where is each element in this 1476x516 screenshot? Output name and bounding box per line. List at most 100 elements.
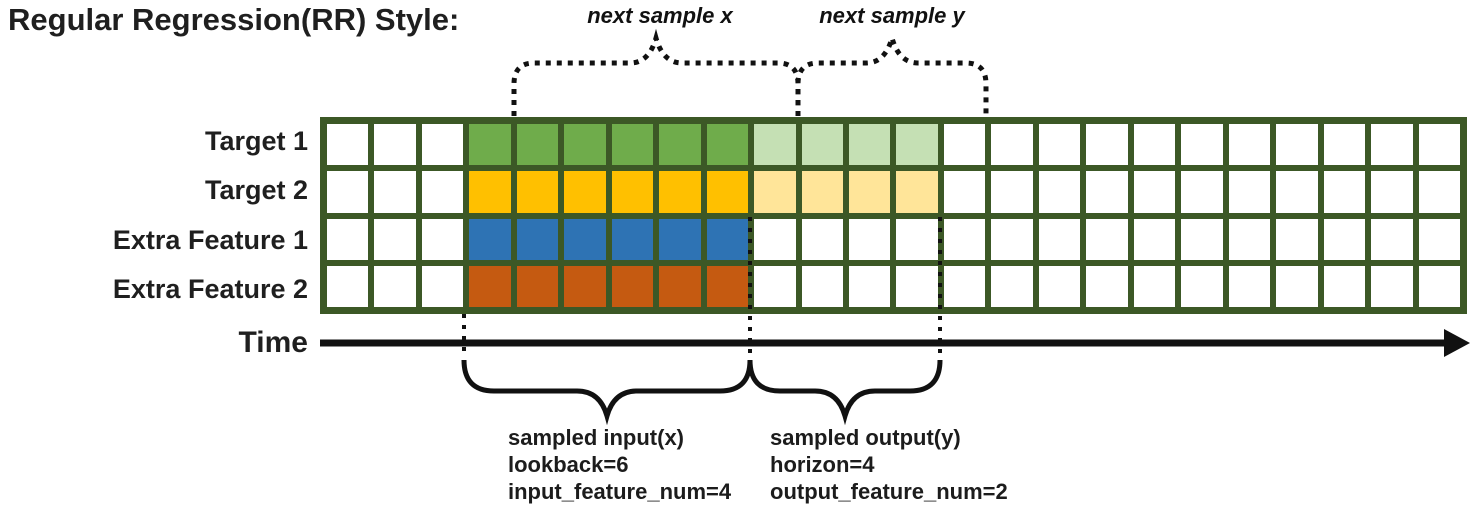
grid-cell [706,124,749,166]
sampled-output-annotation: sampled output(y) horizon=4 output_featu… [770,424,1008,505]
grid-cell [1181,171,1223,213]
lookback-value: lookback=6 [508,452,629,477]
sampled-input-title: sampled input(x) [508,425,685,450]
grid-cell [1323,171,1366,213]
grid-cell [706,218,749,260]
grid-cell [516,124,559,166]
grid-cell [1086,171,1128,213]
next-sample-x-brace [511,28,801,116]
grid-cell [1323,218,1366,260]
grid-cell [516,265,559,307]
grid-cell [706,265,749,307]
grid-cell [469,218,511,260]
sampled-output-title: sampled output(y) [770,425,961,450]
grid-cell [611,218,654,260]
grid-cell [1276,124,1318,166]
grid-cell [564,171,606,213]
grid-cell [1323,124,1366,166]
grid-cell [1228,265,1271,307]
grid-cell [1038,171,1081,213]
grid-cell [327,218,369,260]
timeline-grid [320,117,1467,314]
sampled-input-annotation: sampled input(x) lookback=6 input_featur… [508,424,731,505]
grid-cell [327,265,369,307]
grid-cell [516,171,559,213]
sampled-output-underbrace [747,359,943,426]
next-sample-x-label: next sample x [587,3,733,28]
grid-cell [943,171,986,213]
input-feature-num-value: input_feature_num=4 [508,479,732,504]
grid-cell [421,171,464,213]
time-axis-label: Time [238,326,308,359]
grid-cell [849,171,891,213]
row-label-extra-feature-1: Extra Feature 1 [112,224,308,255]
grid-cell [1323,265,1366,307]
grid-cell [849,265,891,307]
grid-cell [659,124,701,166]
grid-cell [801,218,844,260]
grid-cell [1371,171,1413,213]
grid-cell [1276,265,1318,307]
grid-cell [754,171,796,213]
grid-cell [659,218,701,260]
grid-cell [991,124,1033,166]
grid-cell [896,124,938,166]
row-label-extra-feature-2: Extra Feature 2 [112,273,308,304]
grid-cell [327,171,369,213]
grid-cell [469,171,511,213]
grid-cell [943,124,986,166]
grid-cell [1086,265,1128,307]
grid-cell [1276,218,1318,260]
time-arrow-head [1444,329,1470,357]
grid-cell [611,124,654,166]
grid-cell [659,265,701,307]
grid-cell [1181,265,1223,307]
grid-cell [421,265,464,307]
grid-cell [1133,124,1176,166]
grid-cell [943,265,986,307]
grid-cell [991,218,1033,260]
grid-cell [469,124,511,166]
grid-cell [1133,218,1176,260]
grid-cell [896,171,938,213]
grid-cell [1038,124,1081,166]
grid-cell [754,265,796,307]
grid-cell [1418,124,1460,166]
horizon-value: horizon=4 [770,452,875,477]
row-label-target-2: Target 2 [204,175,308,206]
grid-cell [421,124,464,166]
grid-cell [801,265,844,307]
grid-cell [374,171,416,213]
row-label-target-1: Target 1 [204,126,308,157]
grid-cell [374,265,416,307]
grid-cell [1371,218,1413,260]
grid-cell [801,124,844,166]
grid-cell [1086,218,1128,260]
grid-cell [1181,218,1223,260]
grid-cell [849,218,891,260]
grid-cell [611,171,654,213]
grid-cell [754,218,796,260]
grid-cell [564,218,606,260]
grid-cell [1133,265,1176,307]
grid-cell [1038,265,1081,307]
grid-cell [1418,171,1460,213]
grid-cell [1133,171,1176,213]
row-labels: Target 1 Target 2 Extra Feature 1 Extra … [0,117,308,314]
grid-cell [469,265,511,307]
grid-cell [896,265,938,307]
grid-cell [421,218,464,260]
grid-cell [706,171,749,213]
sampled-input-underbrace [461,359,753,426]
grid-cell [374,124,416,166]
grid-cell [896,218,938,260]
grid-cell [374,218,416,260]
grid-cell [1086,124,1128,166]
grid-cell [564,265,606,307]
grid-cell [943,218,986,260]
grid-cell [801,171,844,213]
grid-cell [1371,124,1413,166]
grid-cell [991,265,1033,307]
grid-cell [1418,265,1460,307]
page-title: Regular Regression(RR) Style: [8,2,460,37]
